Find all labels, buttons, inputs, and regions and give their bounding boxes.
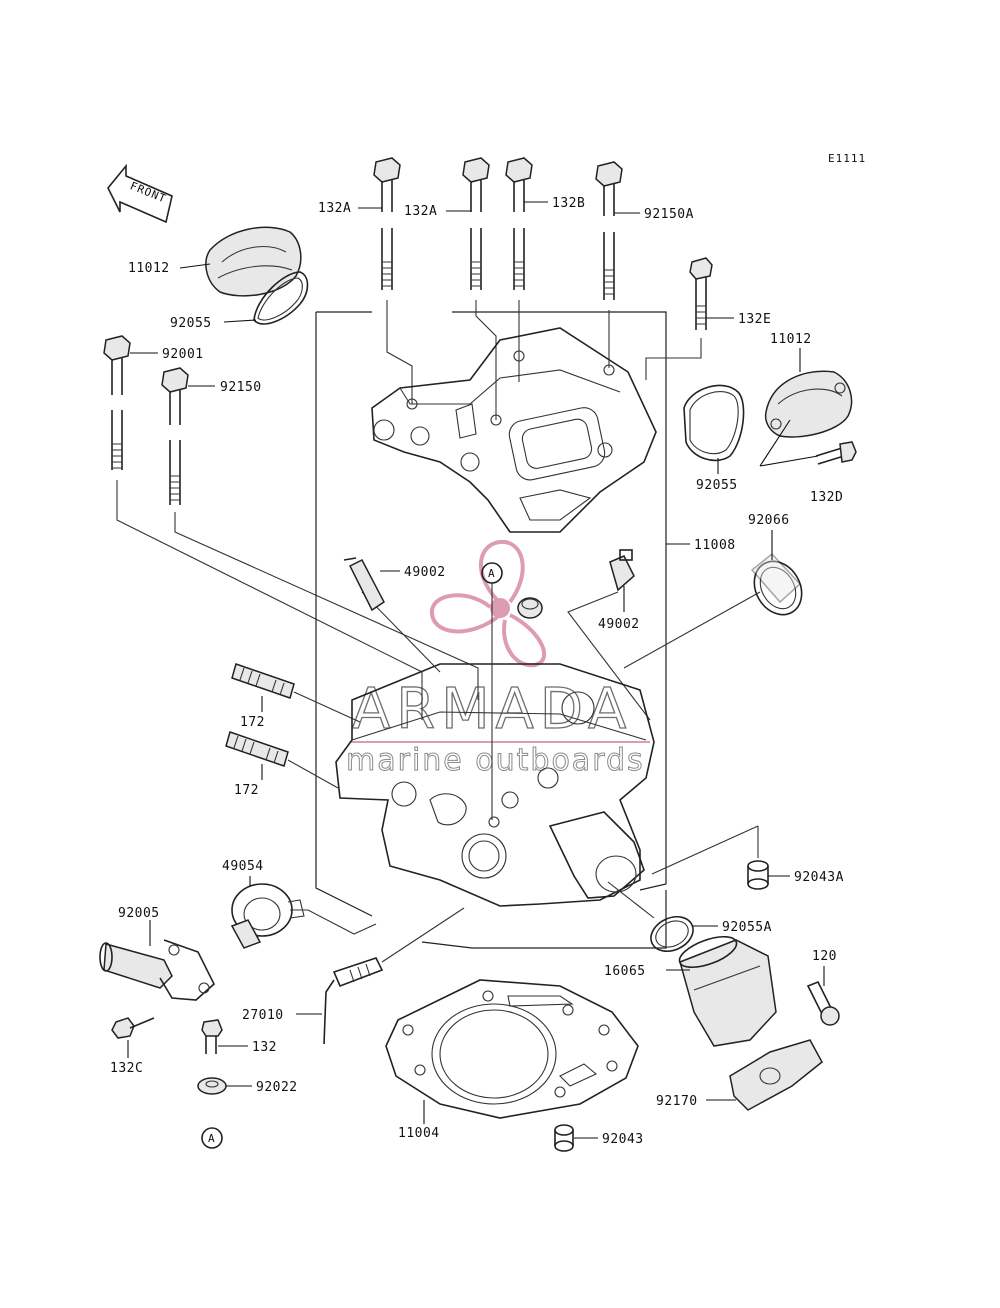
label-11012-left: 11012 <box>128 261 170 276</box>
bolt-132-icon <box>201 1019 223 1054</box>
stud-172-top-icon <box>231 663 295 699</box>
label-92170: 92170 <box>656 1094 698 1109</box>
marker-a-bottom-icon: A <box>201 1127 223 1149</box>
label-132c: 132C <box>110 1061 143 1076</box>
clamp-92170-icon <box>729 1039 823 1111</box>
stud-172-bottom-icon <box>225 731 289 767</box>
marker-a-top-icon: A <box>481 562 503 820</box>
bolt-92001-icon <box>103 335 131 470</box>
label-132b: 132B <box>552 196 585 211</box>
label-132d: 132D <box>810 490 843 505</box>
label-11012-right: 11012 <box>770 332 812 347</box>
dowel-92043a-icon <box>747 860 769 890</box>
bolt-92150-icon <box>161 367 189 505</box>
label-92005: 92005 <box>118 906 160 921</box>
bolt-132c-icon <box>111 1017 155 1039</box>
watermark-brand: ARMADA <box>352 677 632 742</box>
plug-27010-icon <box>323 907 465 1045</box>
bolt-132a-1-icon <box>373 157 401 290</box>
part-labels: 132A 132A 132B 92150A 132E 11012 92055 9… <box>110 196 844 1147</box>
screw-120-icon <box>806 980 840 1026</box>
label-132e: 132E <box>738 312 771 327</box>
valve-49002-left-icon <box>343 557 385 612</box>
bolt-132a-2-icon <box>462 157 490 290</box>
label-92043: 92043 <box>602 1132 644 1147</box>
washer-92022-icon <box>197 1077 227 1095</box>
dowel-92043-icon <box>554 1124 574 1152</box>
thermostat-49054-icon <box>230 883 305 949</box>
label-11004: 11004 <box>398 1126 440 1141</box>
cover-11012-left-icon <box>205 226 302 297</box>
cylinder-head-icon <box>335 663 655 907</box>
holder-16065-icon <box>678 935 777 1047</box>
label-172-top: 172 <box>240 715 265 730</box>
label-92001: 92001 <box>162 347 204 362</box>
head-cover-11008-icon <box>371 327 657 533</box>
figure-code: E1111 <box>828 152 866 165</box>
svg-text:A: A <box>208 1132 216 1145</box>
label-132a-2: 132A <box>404 204 437 219</box>
label-172-bottom: 172 <box>234 783 259 798</box>
bolt-132b-icon <box>505 157 533 290</box>
seal-icon <box>517 597 543 619</box>
watermark-tagline: marine outboards <box>346 743 645 778</box>
label-49002-left: 49002 <box>404 565 446 580</box>
label-92022: 92022 <box>256 1080 298 1095</box>
pipe-92005-icon <box>99 939 215 1001</box>
label-92055a: 92055A <box>722 920 772 935</box>
label-49054: 49054 <box>222 859 264 874</box>
label-leaders <box>127 201 825 1139</box>
label-27010: 27010 <box>242 1008 284 1023</box>
svg-text:A: A <box>488 567 496 580</box>
label-132: 132 <box>252 1040 277 1055</box>
oring-92055a-icon <box>650 915 694 953</box>
bolt-92150a-icon <box>595 161 623 300</box>
label-132a-1: 132A <box>318 201 351 216</box>
bolt-132d-icon <box>815 441 857 465</box>
label-16065: 16065 <box>604 964 646 979</box>
label-11008: 11008 <box>694 538 736 553</box>
gasket-11004-icon <box>385 979 639 1119</box>
leader-lines <box>116 300 761 721</box>
label-92043a: 92043A <box>794 870 844 885</box>
label-92150: 92150 <box>220 380 262 395</box>
gasket-92055-right-icon <box>683 384 745 462</box>
cap-92066-icon <box>750 552 803 616</box>
front-arrow-icon: FRONT <box>107 163 173 224</box>
label-92150a: 92150A <box>644 207 694 222</box>
label-49002-right: 49002 <box>598 617 640 632</box>
cover-11012-right-icon <box>764 370 853 438</box>
label-92066: 92066 <box>748 513 790 528</box>
label-92055-left: 92055 <box>170 316 212 331</box>
bolt-132e-icon <box>689 257 713 330</box>
label-92055-right: 92055 <box>696 478 738 493</box>
valve-49002-right-icon <box>609 549 635 592</box>
label-120: 120 <box>812 949 837 964</box>
gasket-92055-left-icon <box>253 271 309 325</box>
